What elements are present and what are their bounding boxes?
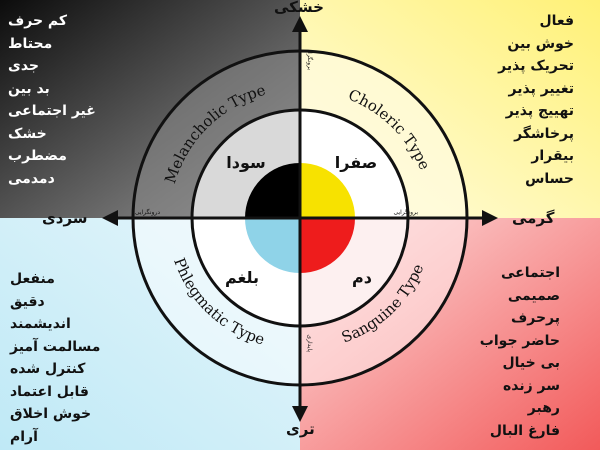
trait-item: آرام: [10, 428, 38, 445]
trait-item: خشک: [8, 125, 47, 142]
trait-item: رهبر: [527, 400, 560, 416]
inner-label-choleric: صفرا: [335, 153, 377, 172]
trait-item: بیقرار: [531, 148, 574, 164]
trait-item: صمیمی: [507, 287, 560, 304]
axis-label-right: گرمی: [512, 209, 555, 227]
humor-quarter-choleric: [300, 163, 355, 218]
inner-label-phlegmatic: بلغم: [225, 268, 259, 287]
humor-circle: [245, 163, 355, 273]
trait-item: فارغ البال: [489, 422, 560, 439]
traits-phlegmatic: منفعل دقیق اندیشمند مسالمت آمیز کنترل شد…: [10, 268, 100, 448]
trait-item: دمدمی: [8, 170, 55, 187]
trait-item: تهییج پذیر: [505, 103, 574, 119]
axis-tag-top-left: درونگرایی: [135, 208, 160, 216]
axis-tag-top-right: برونگرایی: [393, 208, 418, 216]
arrow-down-icon: [292, 406, 308, 422]
humor-quarter-sanguine: [300, 218, 355, 273]
trait-item: منفعل: [10, 271, 55, 287]
axis-label-bottom: تری: [286, 420, 315, 438]
traits-choleric: فعال خوش بین تحریک پذیر تغییر پذیر تهییج…: [498, 10, 574, 190]
trait-item: مضطرب: [8, 148, 67, 164]
humor-quarter-phlegmatic: [245, 218, 300, 273]
trait-item: اندیشمند: [10, 316, 71, 332]
trait-item: خوش اخلاق: [10, 406, 92, 422]
trait-item: فعال: [539, 13, 574, 29]
trait-item: پرحرف: [510, 310, 560, 326]
humor-quarter-melancholic: [245, 163, 300, 218]
trait-item: تغییر پذیر: [508, 80, 574, 97]
trait-item: دقیق: [10, 293, 45, 310]
trait-item: اجتماعی: [501, 265, 560, 281]
axis-tag-vertical-bottom: پایداری: [306, 334, 313, 352]
trait-item: خوش بین: [507, 35, 574, 52]
inner-label-sanguine: دم: [352, 268, 372, 287]
trait-item: سر زنده: [502, 377, 560, 394]
trait-item: مسالمت آمیز: [10, 338, 101, 355]
trait-item: کم حرف: [8, 13, 68, 29]
trait-item: قابل اعتماد: [10, 383, 89, 400]
inner-label-melancholic: سودا: [226, 153, 265, 172]
axis-label-top: خشکی: [274, 0, 324, 16]
trait-item: کنترل شده: [10, 361, 86, 377]
trait-item: حاضر جواب: [479, 332, 560, 349]
axis-tag-vertical-top: برونگرا: [306, 52, 314, 70]
axis-label-left: سردی: [42, 209, 88, 227]
traits-melancholic: کم حرف محتاط جدی بد بین غیر اجتماعی خشک …: [8, 10, 96, 190]
trait-item: بی خیال: [502, 355, 560, 371]
arrow-up-icon: [292, 16, 308, 32]
trait-item: غیر اجتماعی: [8, 103, 96, 119]
arrow-left-icon: [102, 210, 118, 226]
traits-sanguine: اجتماعی صمیمی پرحرف حاضر جواب بی خیال سر…: [480, 262, 560, 442]
arrow-right-icon: [482, 210, 498, 226]
trait-item: جدی: [8, 58, 40, 74]
trait-item: پرخاشگر: [514, 125, 574, 142]
trait-item: تحریک پذیر: [498, 58, 574, 74]
axes: [102, 16, 498, 422]
trait-item: محتاط: [8, 35, 53, 52]
trait-item: بد بین: [8, 80, 50, 97]
trait-item: حساس: [525, 170, 574, 187]
